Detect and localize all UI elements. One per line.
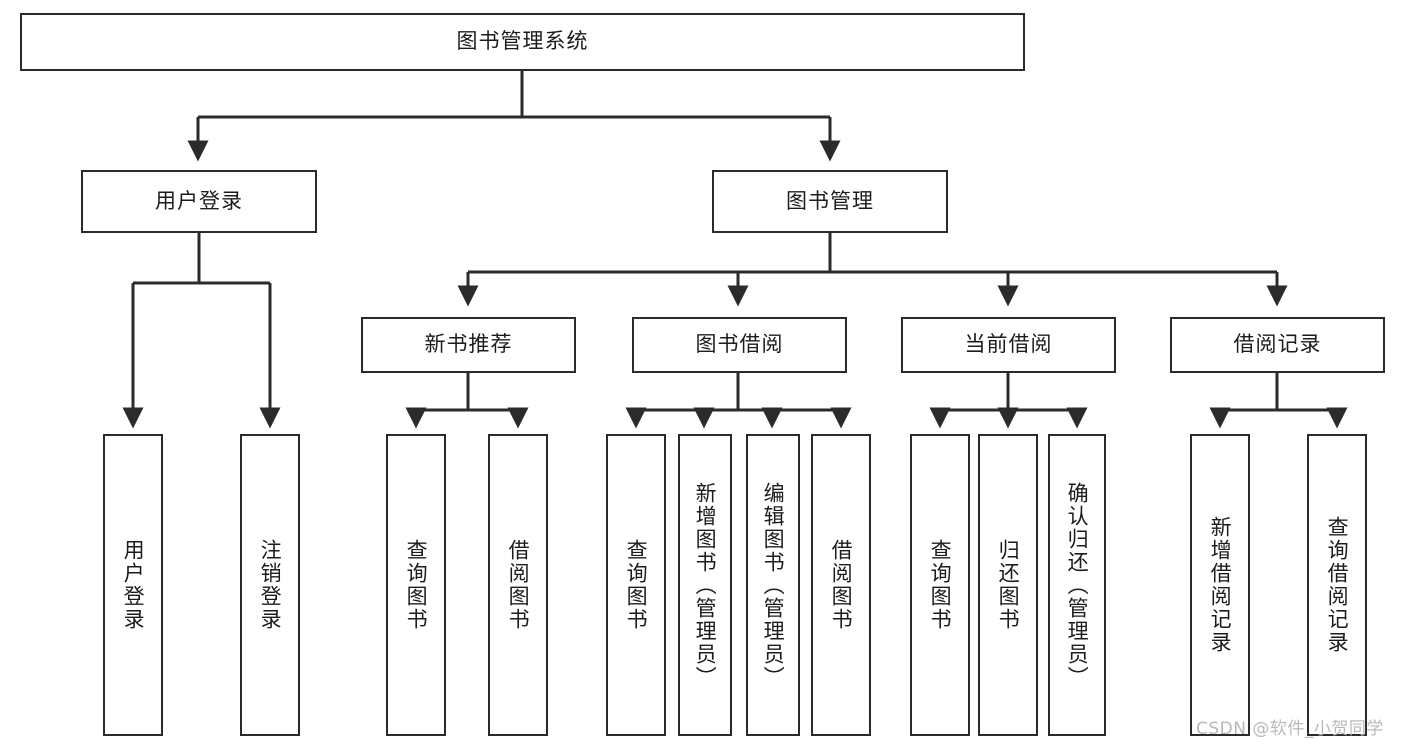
node-borrow-record-label: 借阅记录: [1233, 332, 1322, 357]
node-leaf-rec-borrow-label: 借阅图书: [506, 539, 531, 631]
node-current-borrow-label: 当前借阅: [964, 332, 1053, 357]
node-leaf-user-logout[interactable]: 注销登录: [240, 434, 300, 736]
node-leaf-rec-query-label: 查询图书: [404, 539, 429, 631]
node-root-label: 图书管理系统: [456, 29, 589, 54]
node-leaf-rec-query[interactable]: 查询图书: [386, 434, 446, 736]
node-leaf-cur-query[interactable]: 查询图书: [910, 434, 970, 736]
node-leaf-borrow-query[interactable]: 查询图书: [606, 434, 666, 736]
node-leaf-rec-add-label: 新增借阅记录: [1208, 516, 1233, 654]
node-leaf-borrow-add-label: 新增图书（管理员）: [693, 481, 718, 689]
node-leaf-borrow-query-label: 查询图书: [624, 539, 649, 631]
node-leaf-cur-confirm[interactable]: 确认归还（管理员）: [1048, 434, 1106, 736]
node-leaf-user-login[interactable]: 用户登录: [103, 434, 163, 736]
node-leaf-cur-return[interactable]: 归还图书: [978, 434, 1038, 736]
node-leaf-borrow-edit-label: 编辑图书（管理员）: [761, 481, 786, 689]
csdn-watermark: CSDN @软件_小贺同学: [1196, 719, 1384, 739]
node-leaf-cur-return-label: 归还图书: [996, 539, 1021, 631]
node-root[interactable]: 图书管理系统: [20, 13, 1025, 71]
node-leaf-cur-confirm-label: 确认归还（管理员）: [1065, 481, 1090, 689]
node-leaf-rec-borrow[interactable]: 借阅图书: [488, 434, 548, 736]
node-book-borrow[interactable]: 图书借阅: [632, 317, 847, 373]
node-borrow-record[interactable]: 借阅记录: [1170, 317, 1385, 373]
node-book-manage[interactable]: 图书管理: [712, 170, 948, 233]
node-current-borrow[interactable]: 当前借阅: [901, 317, 1116, 373]
node-book-borrow-label: 图书借阅: [695, 332, 784, 357]
node-new-book-rec[interactable]: 新书推荐: [361, 317, 576, 373]
node-leaf-borrow-edit[interactable]: 编辑图书（管理员）: [746, 434, 800, 736]
node-leaf-cur-query-label: 查询图书: [928, 539, 953, 631]
node-leaf-borrow-lend[interactable]: 借阅图书: [811, 434, 871, 736]
node-new-book-rec-label: 新书推荐: [424, 332, 513, 357]
node-leaf-rec-query2[interactable]: 查询借阅记录: [1307, 434, 1367, 736]
node-leaf-rec-query2-label: 查询借阅记录: [1325, 516, 1350, 654]
node-leaf-rec-add[interactable]: 新增借阅记录: [1190, 434, 1250, 736]
node-leaf-user-logout-label: 注销登录: [258, 539, 283, 631]
node-leaf-borrow-add[interactable]: 新增图书（管理员）: [678, 434, 732, 736]
node-user-login[interactable]: 用户登录: [81, 170, 317, 233]
node-leaf-borrow-lend-label: 借阅图书: [829, 539, 854, 631]
node-book-manage-label: 图书管理: [786, 188, 874, 213]
node-user-login-label: 用户登录: [155, 188, 243, 213]
node-leaf-user-login-label: 用户登录: [121, 539, 146, 631]
